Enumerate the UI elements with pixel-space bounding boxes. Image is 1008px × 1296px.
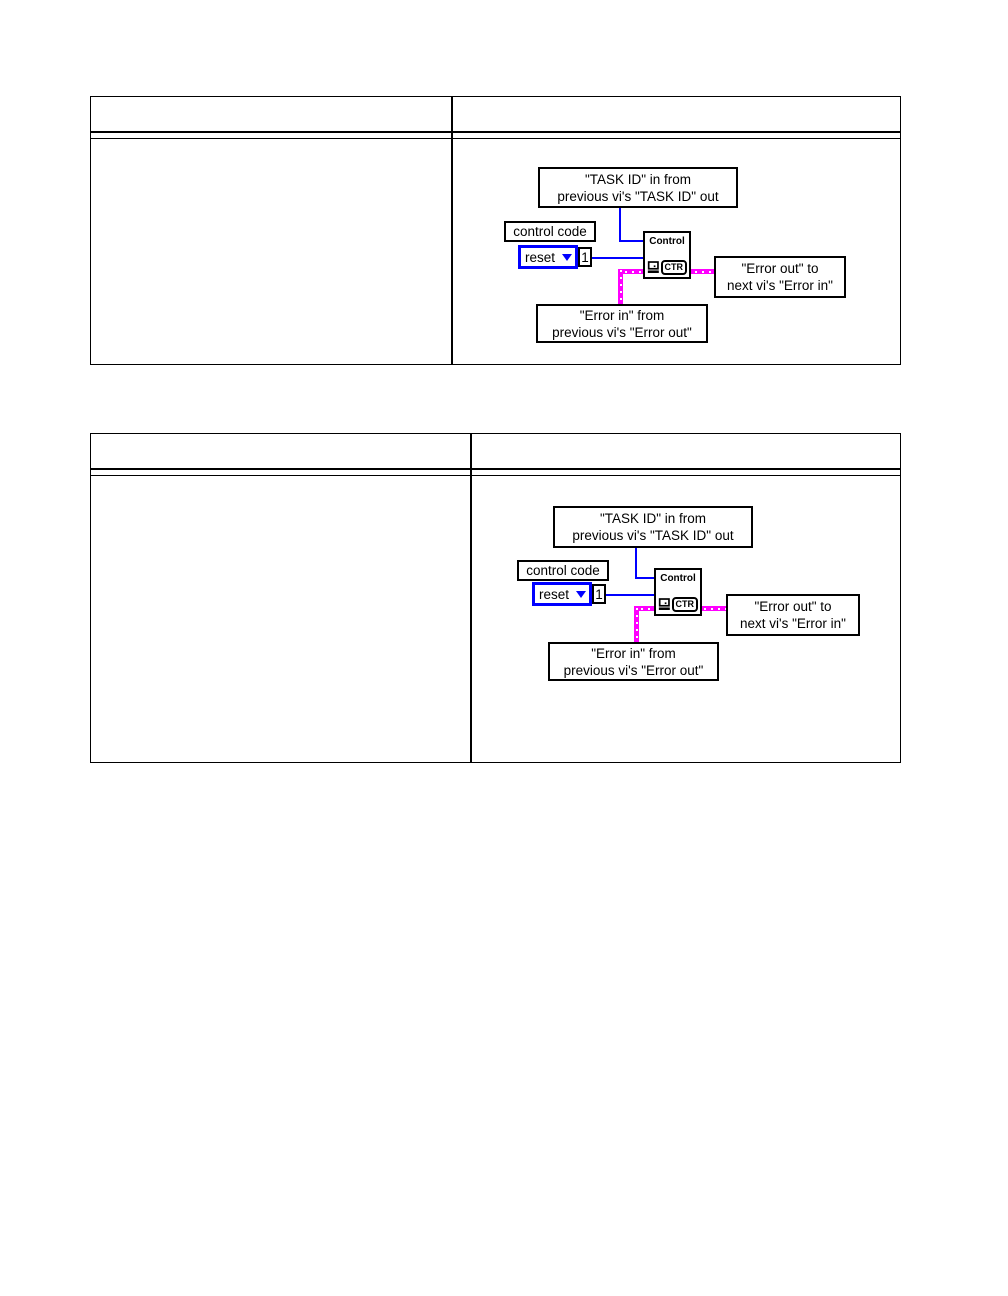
control-code-wire xyxy=(605,594,657,596)
error-wire-vertical xyxy=(618,269,623,307)
reset-dropdown: reset xyxy=(532,582,592,606)
control-code-wire xyxy=(591,257,646,259)
task-id-wire-vertical xyxy=(635,548,637,579)
task-id-label-line2: previous vi's "TASK ID" out xyxy=(572,528,734,543)
error-out-label-line2: next vi's "Error in" xyxy=(727,278,833,293)
ctr-badge: CTR xyxy=(671,597,698,612)
column-divider xyxy=(470,434,472,762)
error-in-label: "Error in" from previous vi's "Error out… xyxy=(548,642,719,681)
dropdown-arrow-icon xyxy=(562,253,572,261)
error-in-label-line2: previous vi's "Error out" xyxy=(552,324,692,340)
task-id-label: "TASK ID" in from previous vi's "TASK ID… xyxy=(538,167,738,208)
reset-dropdown-value: reset xyxy=(539,586,570,602)
error-wire-vertical xyxy=(634,606,639,645)
error-out-label: "Error out" to next vi's "Error in" xyxy=(726,594,860,636)
error-out-label-line1: "Error out" to xyxy=(741,261,819,276)
task-id-label: "TASK ID" in from previous vi's "TASK ID… xyxy=(553,506,753,548)
task-id-wire-horizontal xyxy=(619,240,646,242)
error-out-label-line1: "Error out" to xyxy=(754,599,832,614)
error-in-label: "Error in" from previous vi's "Error out… xyxy=(536,304,708,343)
constant-value-box: 1 xyxy=(578,247,592,267)
task-id-wire-vertical xyxy=(619,208,621,242)
error-in-label-line1: "Error in" from xyxy=(579,307,665,323)
control-vi-table-2: "TASK ID" in from previous vi's "TASK ID… xyxy=(90,433,901,763)
table2-header-left-cell xyxy=(91,434,470,468)
computer-icon xyxy=(647,261,659,273)
ctr-badge: CTR xyxy=(660,260,687,275)
error-out-label-line2: next vi's "Error in" xyxy=(740,616,846,631)
table1-header-left-cell xyxy=(91,97,451,131)
header-rule-top xyxy=(91,468,900,470)
header-rule-bottom xyxy=(91,137,900,139)
table1-header-right-cell xyxy=(453,97,900,131)
reset-dropdown-value: reset xyxy=(525,249,556,265)
control-vi-node-title: Control xyxy=(660,573,696,584)
task-id-label-line1: "TASK ID" in from xyxy=(599,511,707,526)
constant-value-box: 1 xyxy=(592,584,606,604)
task-id-wire-horizontal xyxy=(635,577,657,579)
control-vi-node: Control CTR xyxy=(643,231,691,279)
column-divider xyxy=(451,97,453,364)
table2-header-right-cell xyxy=(472,434,900,468)
task-id-label-line1: "TASK ID" in from xyxy=(584,171,692,187)
error-in-label-line2: previous vi's "Error out" xyxy=(563,662,704,678)
header-rule-bottom xyxy=(91,474,900,476)
error-out-label: "Error out" to next vi's "Error in" xyxy=(714,256,846,298)
dropdown-arrow-icon xyxy=(576,590,586,598)
control-vi-table-1: "TASK ID" in from previous vi's "TASK ID… xyxy=(90,96,901,365)
control-code-label: control code xyxy=(504,221,596,242)
control-vi-node-title: Control xyxy=(649,236,685,247)
control-code-label: control code xyxy=(517,560,609,581)
header-rule-top xyxy=(91,131,900,133)
error-in-label-line1: "Error in" from xyxy=(591,645,676,661)
reset-dropdown: reset xyxy=(518,245,578,269)
control-vi-node: Control CTR xyxy=(654,568,702,616)
computer-icon xyxy=(658,598,670,610)
task-id-label-line2: previous vi's "TASK ID" out xyxy=(557,188,719,204)
